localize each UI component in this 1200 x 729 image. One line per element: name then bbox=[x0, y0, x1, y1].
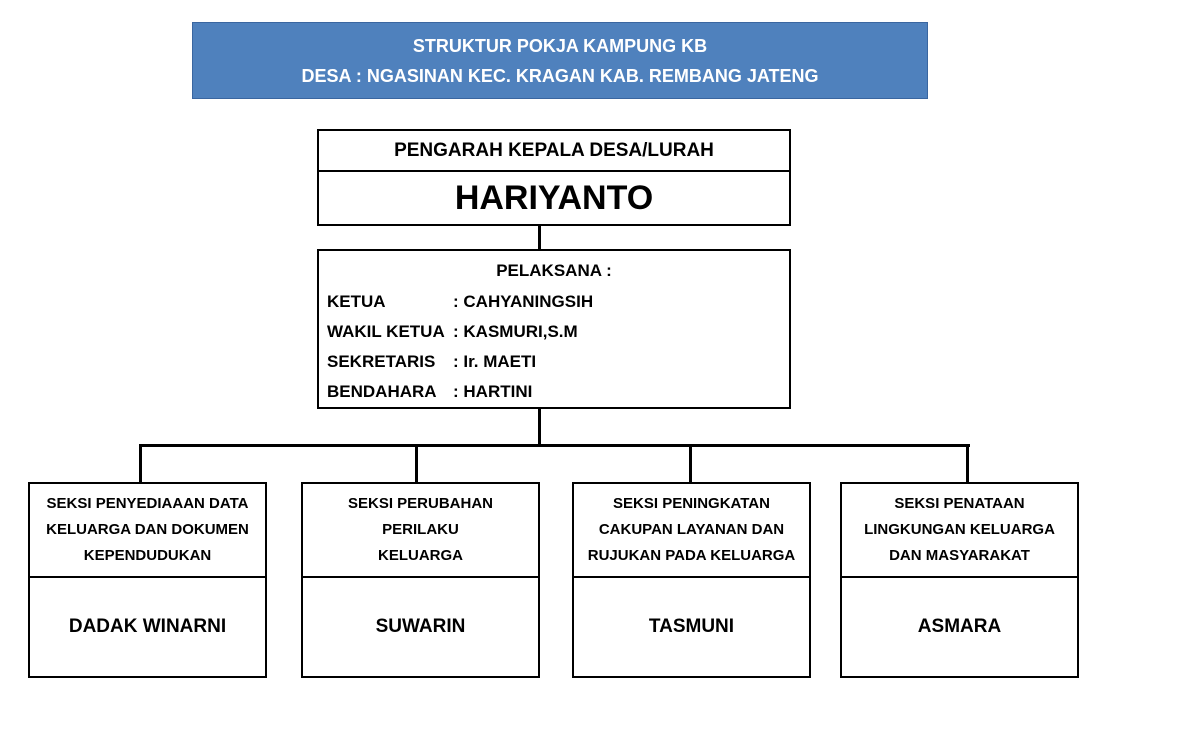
section-title: SEKSI PENINGKATAN CAKUPAN LAYANAN DAN RU… bbox=[574, 484, 809, 578]
pengarah-role: PENGARAH KEPALA DESA/LURAH bbox=[319, 131, 789, 172]
pengarah-box: PENGARAH KEPALA DESA/LURAH HARIYANTO bbox=[317, 129, 791, 226]
title-line-2: DESA : NGASINAN KEC. KRAGAN KAB. REMBANG… bbox=[301, 65, 819, 86]
connector-horizontal-bus bbox=[139, 444, 970, 447]
section-person: TASMUNI bbox=[648, 616, 735, 637]
section-box-penataan-lingkungan: SEKSI PENATAAN LINGKUNGAN KELUARGA DAN M… bbox=[840, 482, 1079, 678]
pelaksana-header: PELAKSANA : bbox=[496, 261, 612, 280]
section-box-peningkatan-layanan: SEKSI PENINGKATAN CAKUPAN LAYANAN DAN RU… bbox=[572, 482, 811, 678]
member-row-bendahara: BENDAHARA : HARTINI bbox=[327, 377, 789, 407]
section-person: DADAK WINARNI bbox=[68, 616, 227, 637]
member-name: : Ir. MAETI bbox=[453, 352, 537, 371]
connector-section-4 bbox=[966, 444, 969, 482]
connector-section-1 bbox=[139, 444, 142, 482]
section-box-data-keluarga: SEKSI PENYEDIAAAN DATA KELUARGA DAN DOKU… bbox=[28, 482, 267, 678]
section-title: SEKSI PERUBAHAN PERILAKU KELUARGA bbox=[303, 484, 538, 578]
member-name: : HARTINI bbox=[453, 382, 533, 401]
member-name: : KASMURI,S.M bbox=[453, 322, 578, 341]
title-line-1: STRUKTUR POKJA KAMPUNG KB bbox=[412, 35, 708, 56]
section-box-perubahan-perilaku: SEKSI PERUBAHAN PERILAKU KELUARGA SUWARI… bbox=[301, 482, 540, 678]
member-role: KETUA bbox=[327, 292, 386, 311]
connector-section-2 bbox=[415, 444, 418, 482]
connector-section-3 bbox=[689, 444, 692, 482]
member-row-wakil-ketua: WAKIL KETUA : KASMURI,S.M bbox=[327, 317, 789, 347]
connector-pengarah-pelaksana bbox=[538, 226, 541, 249]
member-role: WAKIL KETUA bbox=[327, 322, 445, 341]
pelaksana-box: PELAKSANA : KETUA : CAHYANINGSIH WAKIL K… bbox=[317, 249, 791, 409]
title-banner: STRUKTUR POKJA KAMPUNG KB DESA : NGASINA… bbox=[192, 22, 928, 99]
connector-pelaksana-down bbox=[538, 409, 541, 446]
section-person: ASMARA bbox=[917, 616, 1002, 637]
member-role: SEKRETARIS bbox=[327, 352, 436, 371]
section-title: SEKSI PENATAAN LINGKUNGAN KELUARGA DAN M… bbox=[842, 484, 1077, 578]
member-name: : CAHYANINGSIH bbox=[453, 292, 594, 311]
section-title: SEKSI PENYEDIAAAN DATA KELUARGA DAN DOKU… bbox=[30, 484, 265, 578]
section-person: SUWARIN bbox=[375, 616, 466, 637]
pengarah-name: HARIYANTO bbox=[454, 178, 654, 217]
member-row-sekretaris: SEKRETARIS : Ir. MAETI bbox=[327, 347, 789, 377]
member-role: BENDAHARA bbox=[327, 382, 437, 401]
member-row-ketua: KETUA : CAHYANINGSIH bbox=[327, 287, 789, 317]
